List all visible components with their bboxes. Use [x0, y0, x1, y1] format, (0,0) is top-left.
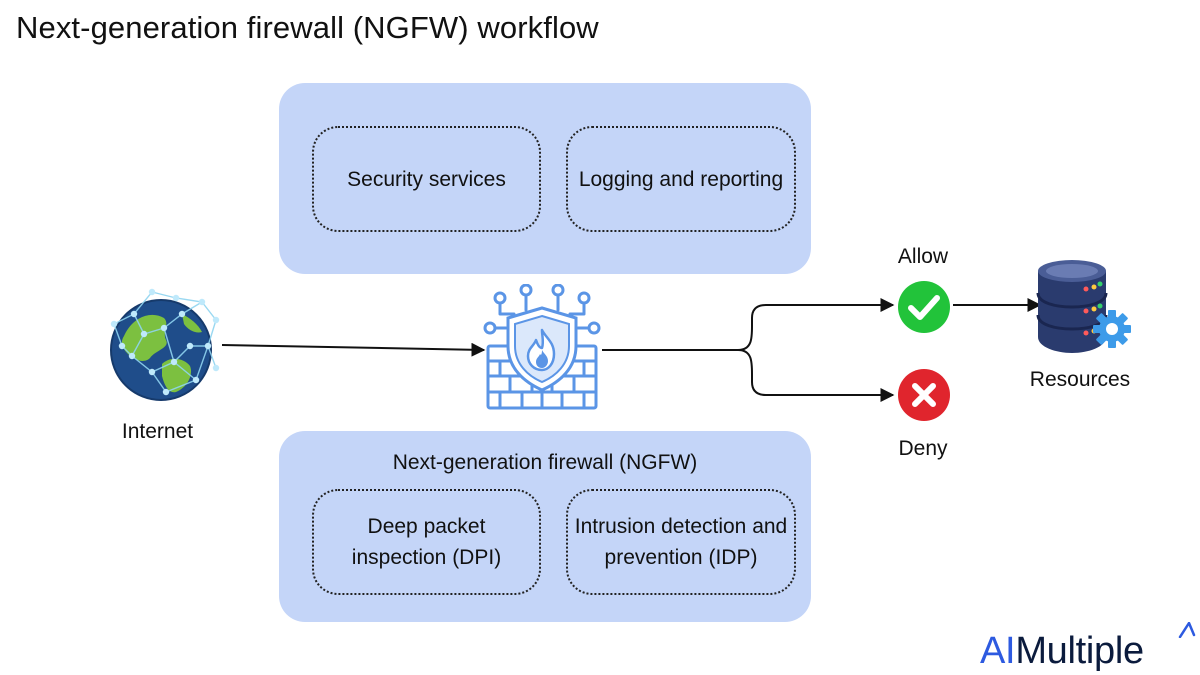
check-icon: [898, 281, 950, 333]
internet-to-firewall-arrow: [221, 342, 486, 357]
resources-label: Resources: [1029, 368, 1131, 391]
allow-label: Allow: [897, 245, 949, 268]
brand-ai: AI: [980, 630, 1016, 672]
security-services-box: Security services: [312, 126, 541, 232]
allow-branch-arrow: [737, 298, 895, 351]
brand-logo: AIMultiple: [980, 630, 1144, 673]
globe-icon: [110, 288, 220, 401]
logging-reporting-box: Logging and reporting: [566, 126, 796, 232]
dpi-box: Deep packet inspection (DPI): [312, 489, 541, 595]
brand-mark-icon: [1178, 622, 1196, 638]
ngfw-panel: Next-generation firewall (NGFW): [279, 431, 811, 622]
brand-rest: Multiple: [1015, 630, 1144, 672]
server-icon: [1036, 260, 1131, 353]
deny-label: Deny: [898, 437, 948, 460]
deny-branch-arrow: [737, 349, 895, 402]
ngfw-panel-title: Next-generation firewall (NGFW): [392, 451, 698, 474]
idp-box: Intrusion detection and prevention (IDP): [566, 489, 796, 595]
page-title: Next-generation firewall (NGFW) workflow: [16, 10, 599, 45]
firewall-icon: [483, 284, 601, 410]
services-panel-top: [279, 83, 811, 274]
cross-icon: [898, 369, 950, 421]
internet-label: Internet: [121, 420, 194, 443]
